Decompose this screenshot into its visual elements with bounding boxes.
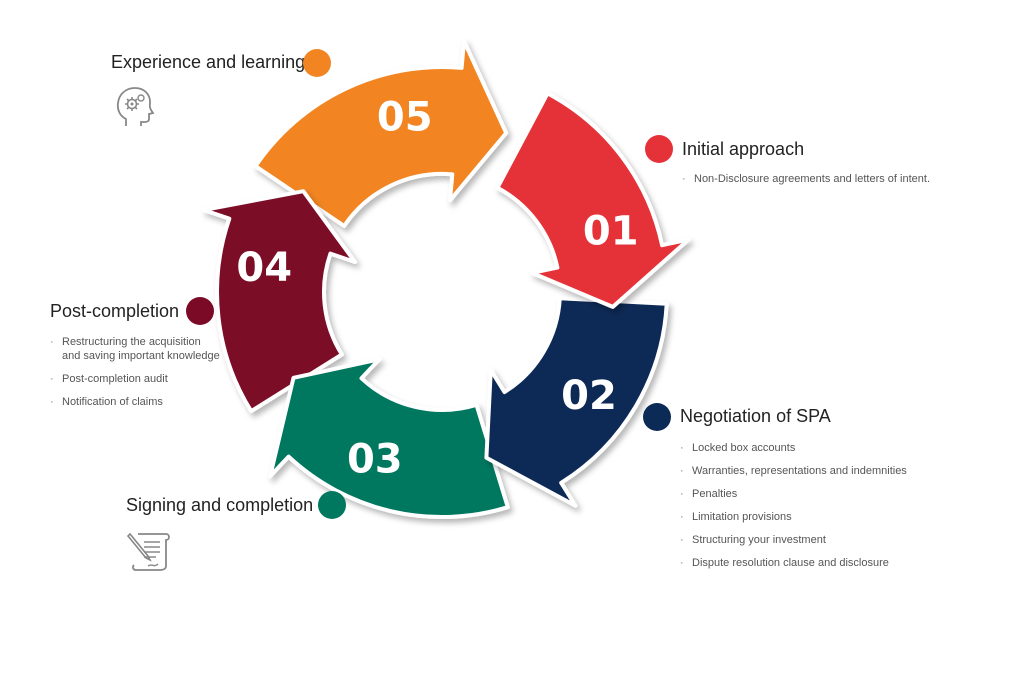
stage-number-01: 01 — [583, 209, 639, 255]
bullet-item: Non-Disclosure agreements and letters of… — [682, 172, 930, 186]
bullet-item: Post-completion audit — [50, 372, 220, 386]
stage-05-title: Experience and learning — [111, 52, 306, 72]
stage-number-02: 02 — [561, 373, 617, 419]
stage-02-dot — [643, 403, 671, 431]
stage-01-dot — [645, 135, 673, 163]
stage-02-title: Negotiation of SPA — [680, 406, 831, 426]
stage-number-04: 04 — [236, 245, 292, 291]
stage-04-dot — [186, 297, 214, 325]
cycle-arrow-02 — [484, 296, 669, 508]
bullet-item: Structuring your investment — [680, 533, 907, 547]
stage-03-title: Signing and completion — [126, 495, 314, 515]
contract-signing-icon — [126, 532, 170, 571]
bullet-item: Restructuring the acquisition and saving… — [50, 335, 220, 363]
stage-03-dot — [318, 491, 346, 519]
cycle-arrow-05 — [253, 39, 509, 228]
stage-01-bullets: Non-Disclosure agreements and letters of… — [682, 172, 930, 195]
stage-04-title: Post-completion — [50, 301, 180, 321]
bullet-item: Locked box accounts — [680, 441, 907, 455]
stage-number-05: 05 — [377, 94, 433, 140]
head-gears-icon — [116, 87, 155, 126]
cycle-arrow-01 — [495, 91, 691, 309]
stage-01-title: Initial approach — [682, 139, 805, 159]
stage-number-03: 03 — [347, 436, 403, 482]
bullet-item: Penalties — [680, 487, 907, 501]
cycle-arrow-03 — [268, 357, 510, 519]
bullet-item: Limitation provisions — [680, 510, 907, 524]
stage-02-bullets: Locked box accounts Warranties, represen… — [680, 441, 907, 579]
bullet-item: Warranties, representations and indemnit… — [680, 464, 907, 478]
bullet-item: Notification of claims — [50, 395, 220, 409]
stage-05-dot — [303, 49, 331, 77]
bullet-item: Dispute resolution clause and disclosure — [680, 556, 907, 570]
stage-04-bullets: Restructuring the acquisition and saving… — [50, 335, 220, 418]
cycle-arrow-04 — [201, 189, 357, 414]
